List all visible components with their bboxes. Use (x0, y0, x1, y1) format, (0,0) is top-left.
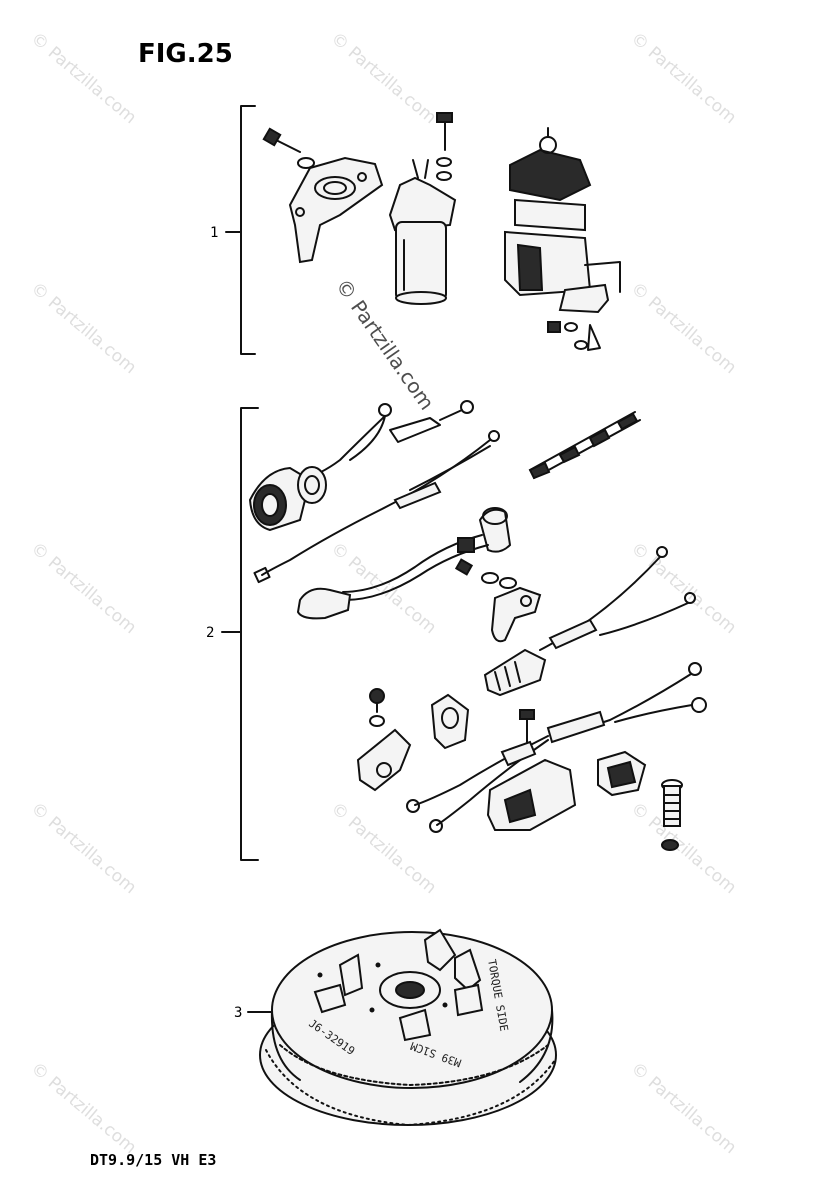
figure-title: FIG.25 (138, 39, 233, 69)
screw-washer (661, 779, 683, 851)
stop-switch-harness (248, 400, 474, 532)
watermark-text: © Partzilla.com (627, 799, 740, 899)
watermark-text: © Partzilla.com (327, 539, 440, 639)
watermark-text: © Partzilla.com (627, 29, 740, 129)
cdi-unit (504, 127, 621, 351)
watermark-text: © Partzilla.com (27, 539, 140, 639)
watermark-text: © Partzilla.com (627, 279, 740, 379)
group-bracket-1: 1 (210, 105, 256, 355)
ignition-coil (388, 112, 457, 305)
watermark-text: © Partzilla.com (27, 279, 140, 379)
watermark-text: © Partzilla.com (327, 29, 440, 129)
group-callout-3: 3 (234, 1005, 275, 1021)
callout-number: 3 (234, 1005, 242, 1021)
wire-lead (253, 430, 500, 584)
watermark-text: © Partzilla.com (27, 799, 140, 899)
watermark-text: © Partzilla.com (627, 539, 740, 639)
high-tension-cord (296, 507, 512, 620)
group-bracket-2: 2 (206, 407, 259, 861)
thermo-switch (483, 546, 696, 697)
mounting-bracket (262, 127, 384, 264)
charge-coil (486, 709, 577, 831)
corrugated-sleeve (528, 411, 641, 480)
charge-coil-harness (406, 662, 707, 833)
flywheel: J6-32919 M39 S1CM TORQUE SIDE (259, 928, 557, 1126)
pulser-coil (597, 750, 647, 797)
pulser-bracket (454, 558, 542, 643)
callout-number: 1 (210, 225, 218, 241)
watermark-text: © Partzilla.com (27, 29, 140, 129)
watermark-text: © Partzilla.com (627, 1059, 740, 1159)
watermark-text: © Partzilla.com (327, 799, 440, 899)
model-code: DT9.9/15 VH E3 (90, 1151, 216, 1169)
watermark-text: © Partzilla.com (27, 1059, 140, 1159)
callout-number: 2 (206, 625, 214, 641)
coil-bracket-pieces (356, 688, 470, 792)
